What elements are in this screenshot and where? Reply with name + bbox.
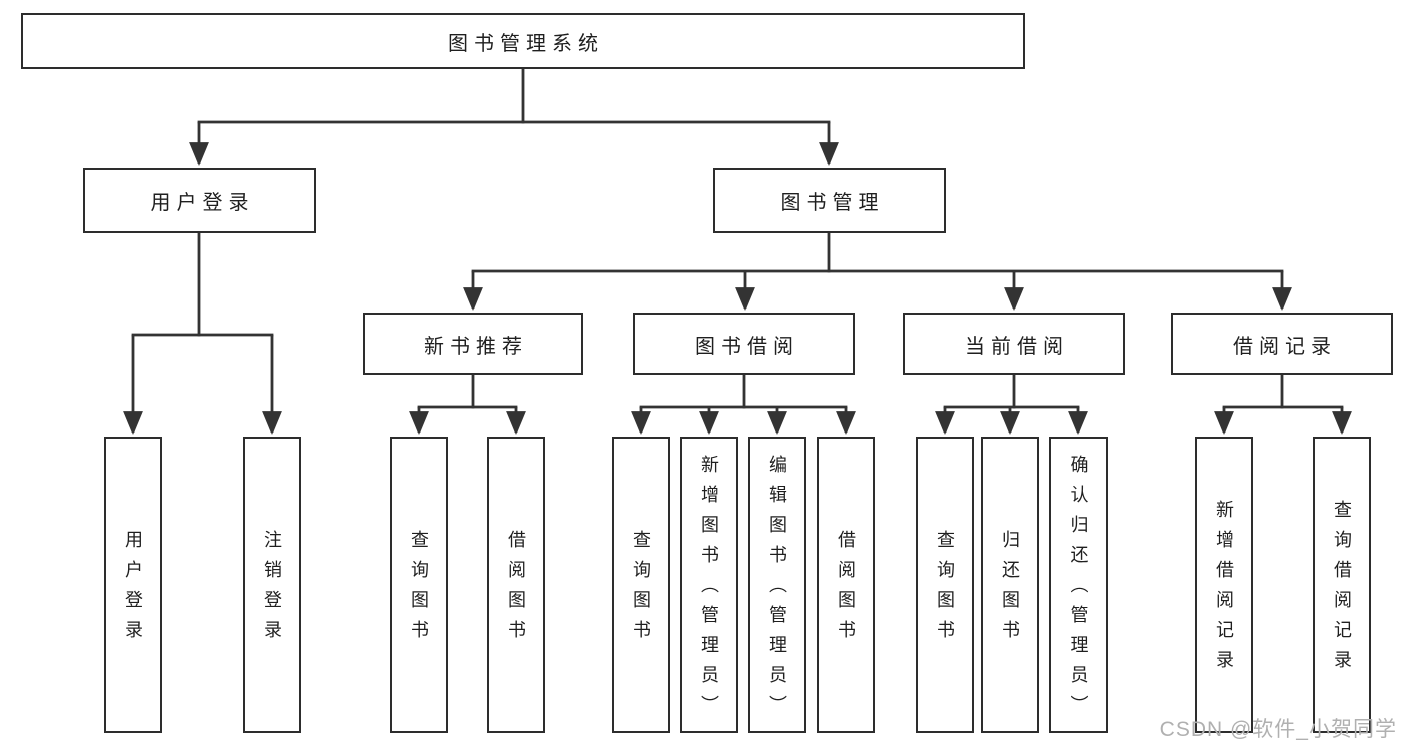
node-book-borrowing: 图书借阅 bbox=[633, 313, 855, 375]
leaf-logout: 注销登录 bbox=[243, 437, 301, 733]
leaf-add-borrow-record: 新增借阅记录 bbox=[1195, 437, 1253, 733]
leaf-borrow-books: 借阅图书 bbox=[817, 437, 875, 733]
leaf-add-book-admin: 新增图书（管理员） bbox=[680, 437, 738, 733]
leaf-query-books-current: 查询图书 bbox=[916, 437, 974, 733]
node-book-management-system: 图书管理系统 bbox=[21, 13, 1025, 69]
leaf-query-books-borrowing: 查询图书 bbox=[612, 437, 670, 733]
csdn-watermark: CSDN @软件_小贺同学 bbox=[1159, 718, 1397, 741]
node-book-management: 图书管理 bbox=[713, 168, 946, 233]
leaf-borrow-books-recommend: 借阅图书 bbox=[487, 437, 545, 733]
node-new-book-recommend: 新书推荐 bbox=[363, 313, 583, 375]
leaf-query-borrow-record: 查询借阅记录 bbox=[1313, 437, 1371, 733]
leaf-return-book: 归还图书 bbox=[981, 437, 1039, 733]
leaf-query-books-recommend: 查询图书 bbox=[390, 437, 448, 733]
node-current-borrowing: 当前借阅 bbox=[903, 313, 1125, 375]
leaf-confirm-return-admin: 确认归还（管理员） bbox=[1049, 437, 1108, 733]
leaf-user-login: 用户登录 bbox=[104, 437, 162, 733]
node-borrowing-records: 借阅记录 bbox=[1171, 313, 1393, 375]
leaf-edit-book-admin: 编辑图书（管理员） bbox=[748, 437, 806, 733]
node-user-login: 用户登录 bbox=[83, 168, 316, 233]
